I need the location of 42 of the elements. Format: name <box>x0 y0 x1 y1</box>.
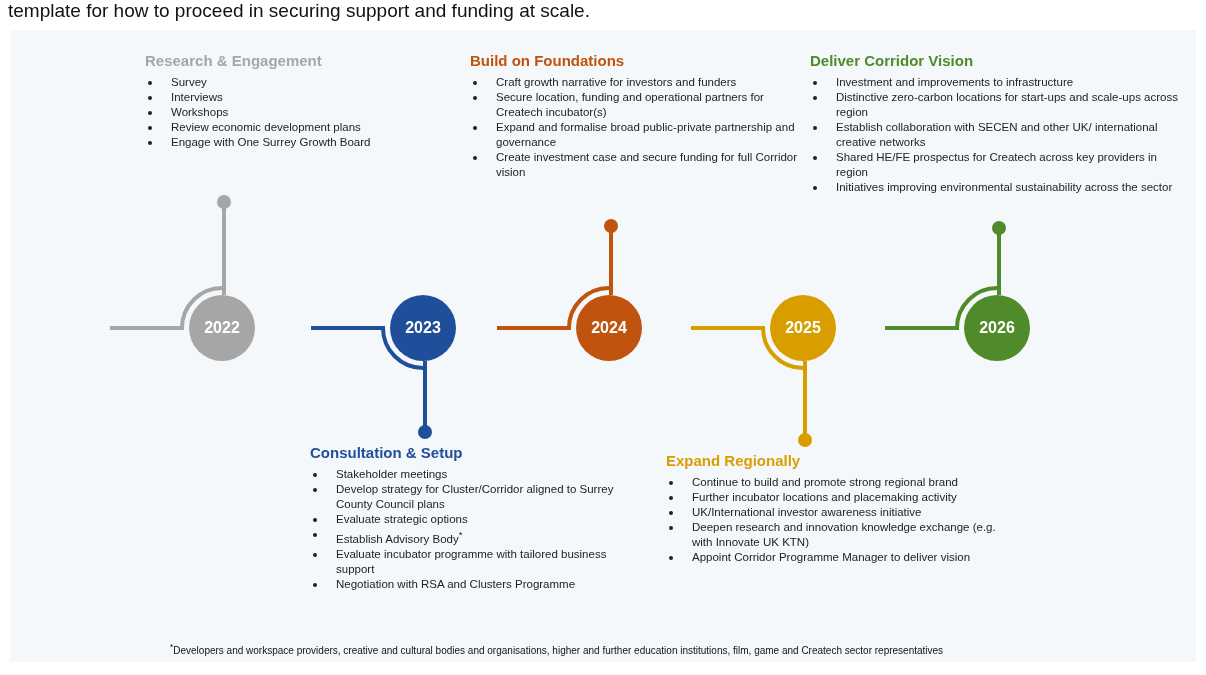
stage-heading: Research & Engagement <box>145 52 322 69</box>
bullet-item: Secure location, funding and operational partners for Createch incubator(s) <box>496 91 764 118</box>
year-circle: 2022 <box>189 295 255 361</box>
intro-text: template for how to proceed in securing support and funding at scale. <box>8 0 590 22</box>
bullet-item: UK/International investor awareness initiative <box>692 506 922 518</box>
connector-line <box>604 219 618 295</box>
bullet-item: Investment and improvements to infrastructure <box>836 76 1074 88</box>
bullet-item: Initiatives improving environmental sustainability across the sector <box>836 181 1173 193</box>
bullet-item: Engage with One Surrey Growth Board <box>171 136 371 148</box>
connector-line <box>217 195 231 295</box>
year-circle: 2023 <box>390 295 456 361</box>
bullet-item: Workshops <box>171 106 229 118</box>
bullet-item: Establish collaboration with SECEN and other UK/ international creative networks <box>836 121 1158 148</box>
bullet-item: Evaluate strategic options <box>336 513 468 525</box>
year-circle: 2024 <box>576 295 642 361</box>
bullet-item: Continue to build and promote strong regional brand <box>692 476 958 488</box>
year-circle: 2026 <box>964 295 1030 361</box>
stage-heading: Build on Foundations <box>470 52 625 69</box>
bullet-item: Deepen research and innovation knowledge exchange (e.g. with Innovate UK KTN) <box>692 521 996 548</box>
bullet-item: Shared HE/FE prospectus for Createch across key providers in region <box>836 151 1157 178</box>
stage-heading: Consultation & Setup <box>310 444 463 461</box>
connector-line <box>992 221 1006 295</box>
bullet-item: Develop strategy for Cluster/Corridor aligned to Surrey County Council plans <box>336 483 614 510</box>
bullet-item: Distinctive zero-carbon locations for start-ups and scale-ups across region <box>836 91 1178 118</box>
connector-line <box>798 361 812 447</box>
bullet-item: Evaluate incubator programme with tailored business support <box>336 547 607 575</box>
bullet-item: Negotiation with RSA and Clusters Programme <box>336 577 576 590</box>
bullet-item: Appoint Corridor Programme Manager to deliver vision <box>692 551 971 563</box>
connector-line <box>418 361 432 439</box>
bullet-item: Expand and formalise broad public-private partnership and governance <box>496 121 795 148</box>
bullet-item: Stakeholder meetings <box>336 468 448 480</box>
bullet-item: Further incubator locations and placemaking activity <box>692 491 957 503</box>
bullet-item: Interviews <box>171 91 223 103</box>
stage-heading: Deliver Corridor Vision <box>810 52 974 69</box>
year-circle: 2025 <box>770 295 836 361</box>
stage-heading: Expand Regionally <box>666 452 801 469</box>
bullet-item: Establish Advisory Body$^{*}$ <box>336 532 463 545</box>
bullet-item: Review economic development plans <box>171 121 361 133</box>
footnote: $^{*}$Developers and workspace providers, creative and cultural bodies and organisations, higher and further education institutions, film, game and Createch sector representatives <box>170 642 944 657</box>
bullet-item: Craft growth narrative for investors and funders <box>496 76 737 88</box>
bullet-item: Survey <box>171 76 207 88</box>
bullet-item: Create investment case and secure funding for full Corridor vision <box>496 151 798 178</box>
